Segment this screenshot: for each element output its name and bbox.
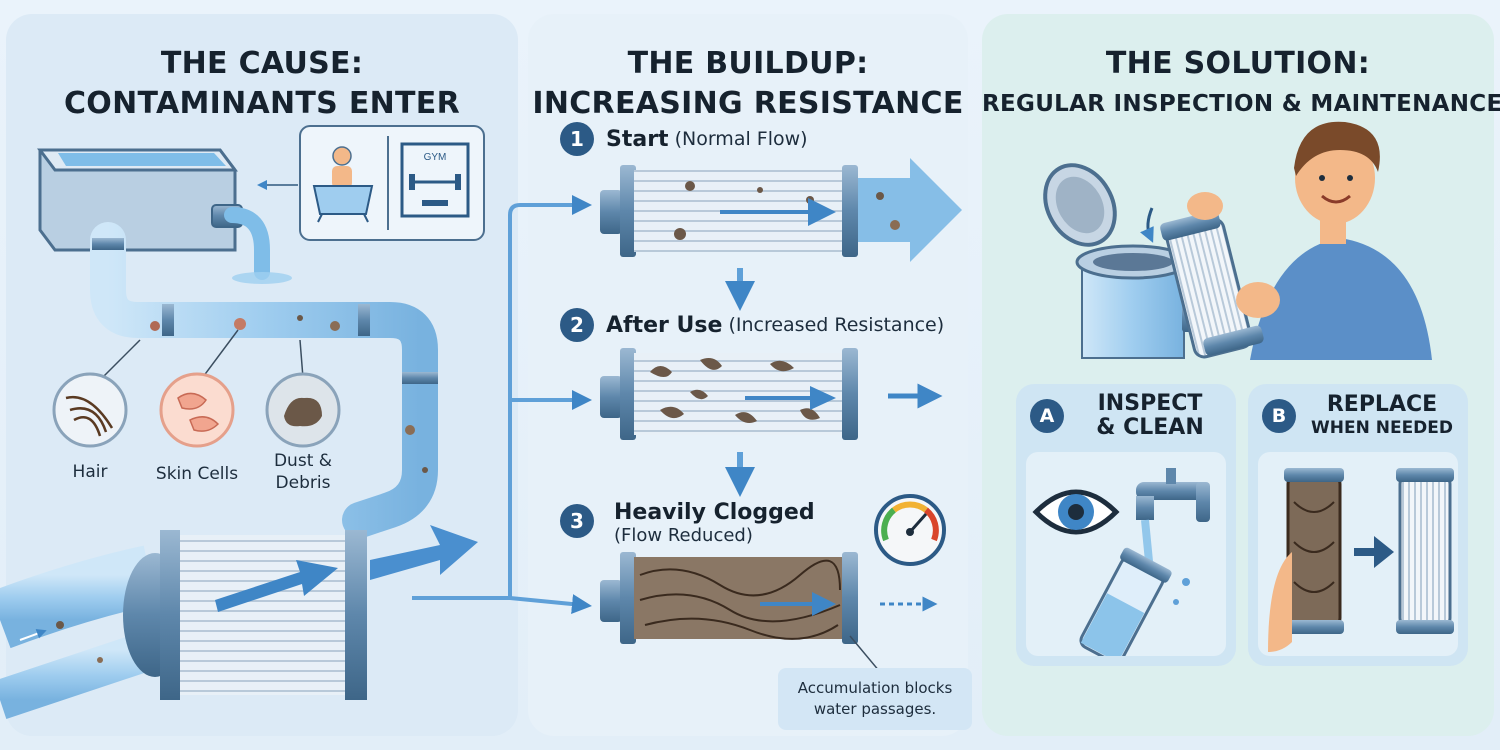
solution-title: THE SOLUTION: REGULAR INSPECTION & MAINT… bbox=[982, 46, 1500, 117]
filter-resistance-icon bbox=[600, 348, 943, 440]
hair-icon bbox=[52, 339, 141, 448]
filter-clogged-icon bbox=[600, 552, 938, 644]
technician-icon bbox=[1160, 121, 1432, 360]
dust-debris-label: Dust & Debris bbox=[273, 451, 333, 493]
dirty-filter-icon bbox=[1268, 468, 1344, 652]
card-illustration bbox=[1258, 452, 1458, 656]
step-2: 2 After Use (Increased Resistance) bbox=[560, 308, 944, 342]
main-filter-icon bbox=[0, 525, 478, 719]
hair-label: Hair bbox=[72, 462, 108, 482]
inspect-clean-illustration bbox=[1032, 468, 1210, 664]
eye-icon bbox=[1032, 489, 1120, 535]
inspect-clean-card: A INSPECT & CLEAN bbox=[1016, 384, 1236, 666]
step-subtitle: (Flow Reduced) bbox=[614, 525, 753, 546]
step-subtitle: (Increased Resistance) bbox=[728, 314, 945, 336]
contaminant-sources-box: GYM bbox=[299, 125, 485, 241]
skin-cells-icon bbox=[159, 329, 239, 448]
water-outlet-icon bbox=[224, 207, 270, 280]
skin-cells-label: Skin Cells bbox=[155, 464, 239, 484]
step-3: 3 Heavily Clogged (Flow Reduced) bbox=[560, 500, 815, 546]
dust-debris-icon bbox=[265, 339, 341, 448]
card-header: A INSPECT & CLEAN bbox=[1016, 384, 1236, 448]
card-title: INSPECT & CLEAN bbox=[1096, 391, 1204, 440]
step-number: 3 bbox=[560, 504, 594, 538]
pressure-gauge-icon bbox=[874, 494, 946, 566]
water-tank-icon bbox=[37, 148, 243, 252]
buildup-title: THE BUILDUP: INCREASING RESISTANCE bbox=[532, 46, 964, 121]
card-title: REPLACE WHEN NEEDED bbox=[1310, 392, 1454, 439]
step-title: After Use bbox=[606, 312, 723, 338]
step-title: Heavily Clogged bbox=[614, 500, 815, 525]
step-text: Heavily Clogged (Flow Reduced) bbox=[614, 500, 815, 546]
gym-icon: GYM bbox=[400, 142, 470, 218]
bathtub-user-icon bbox=[312, 146, 374, 223]
card-letter-badge: B bbox=[1262, 399, 1296, 433]
filter-normal-icon bbox=[600, 158, 962, 262]
step-title: Start bbox=[606, 126, 669, 152]
step-number: 1 bbox=[560, 122, 594, 156]
cause-title: THE CAUSE: CONTAMINANTS ENTER bbox=[63, 46, 460, 121]
step-number: 2 bbox=[560, 308, 594, 342]
rinsing-filter-icon bbox=[1079, 547, 1172, 664]
replace-illustration bbox=[1268, 468, 1454, 652]
card-letter-badge: A bbox=[1030, 399, 1064, 433]
replace-card: B REPLACE WHEN NEEDED bbox=[1248, 384, 1468, 666]
card-illustration bbox=[1026, 452, 1226, 664]
new-filter-icon bbox=[1396, 468, 1454, 634]
step-1: 1 Start (Normal Flow) bbox=[560, 122, 808, 156]
replace-arrow-icon bbox=[1354, 536, 1394, 568]
svg-text:GYM: GYM bbox=[424, 152, 447, 163]
accumulation-note: Accumulation blocks water passages. bbox=[778, 668, 972, 730]
card-header: B REPLACE WHEN NEEDED bbox=[1248, 384, 1468, 448]
filter-housing-icon bbox=[1043, 163, 1196, 359]
step-subtitle: (Normal Flow) bbox=[674, 128, 808, 150]
inlet-pipe bbox=[90, 222, 438, 538]
